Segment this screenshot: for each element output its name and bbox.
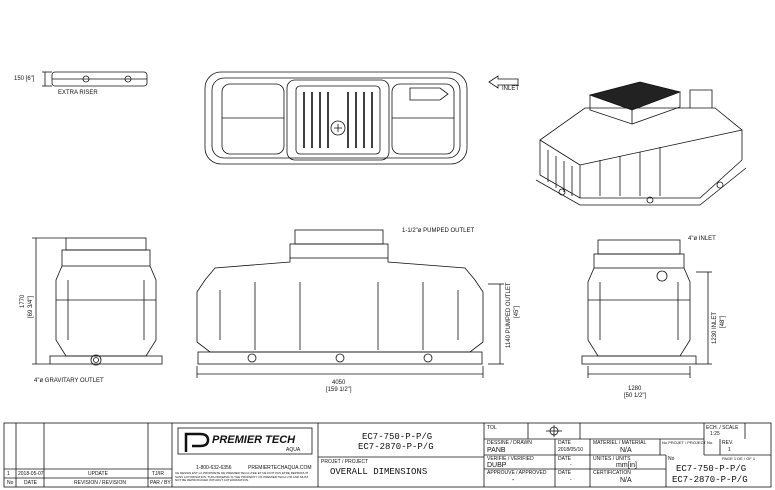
drawn-by: PANB bbox=[487, 447, 506, 454]
title-block-frame bbox=[3, 422, 772, 488]
riser-height-dim: 150 [6"] bbox=[14, 76, 35, 82]
revision-date: 2018-05-07 bbox=[18, 471, 44, 477]
revision-number: 1 bbox=[7, 471, 10, 477]
scale-label: ECH. / SCALE bbox=[706, 425, 739, 431]
pumped-outlet-label: 1-1/2"ø PUMPED OUTLET bbox=[402, 228, 475, 234]
width-dim-in: [50 1/2"] bbox=[624, 393, 647, 399]
material-label: MATERIEL / MATERIAL bbox=[593, 440, 647, 446]
certification-value: N/A bbox=[620, 477, 632, 484]
right-end-view bbox=[581, 239, 712, 378]
date-3: - bbox=[570, 477, 572, 483]
pumped-outlet-height-dim: 1140 PUMPED OUTLET bbox=[506, 282, 512, 348]
inlet-height-dim: 1230 INLET bbox=[712, 311, 718, 344]
project-no-label: No PROJET / PROJECT No. bbox=[662, 440, 714, 445]
model-1: EC7-750-P-P/G bbox=[362, 432, 433, 442]
extra-riser-view bbox=[42, 71, 148, 87]
page-label: PAGE 1 DE / OF 1 bbox=[722, 456, 756, 461]
certification-label: CERTIFICATION bbox=[593, 470, 631, 476]
verified-label: VERIFIE / VERIFIED bbox=[487, 456, 534, 462]
gravity-outlet-label: 4"ø GRAVITARY OUTLET bbox=[34, 378, 104, 384]
units-value: mm[in] bbox=[616, 462, 637, 469]
legal-notice: CE DESSIN EST LA PROPRIETE DE PREMIER TE… bbox=[175, 471, 309, 482]
approved-by: - bbox=[512, 477, 515, 484]
website: PREMIERTECHAQUA.COM bbox=[248, 465, 312, 471]
isometric-view bbox=[535, 81, 747, 206]
date-2: - bbox=[570, 462, 572, 468]
inlet-label: INLET bbox=[502, 86, 520, 92]
total-height-dim-in: [69 3/4"] bbox=[28, 295, 34, 318]
extra-riser-label: EXTRA RISER bbox=[58, 90, 98, 96]
length-dim-in: [159 1/2"] bbox=[326, 387, 352, 393]
revision-description: UPDATE bbox=[88, 471, 108, 477]
model-right-1: EC7-750-P-P/G bbox=[676, 464, 747, 474]
verified-by: DUBP bbox=[487, 462, 507, 469]
pumped-outlet-height-dim-in: [45"] bbox=[514, 305, 520, 318]
header-by: PAR / BY bbox=[150, 480, 171, 486]
inlet-height-dim-in: [48"] bbox=[720, 315, 726, 328]
rev-label: REV. bbox=[722, 440, 734, 446]
drawing-title: OVERALL DIMENSIONS bbox=[330, 467, 428, 477]
approved-label: APPROUVE / APPROVED bbox=[487, 470, 547, 476]
brand-sub: AQUA bbox=[286, 447, 301, 453]
rev-value: 1 bbox=[728, 447, 731, 453]
revision-by: TJ/IR bbox=[152, 471, 164, 477]
right-no-label: No bbox=[668, 456, 675, 462]
model-right-2: EC7-2870-P-P/G bbox=[672, 475, 748, 485]
date-label-2: DATE bbox=[558, 456, 571, 462]
scale-value: 1:25 bbox=[710, 431, 720, 437]
model-2: EC7-2870-P-P/G bbox=[358, 442, 434, 452]
width-dim: 1280 bbox=[628, 386, 642, 392]
top-view bbox=[204, 71, 468, 165]
header-date: DATE bbox=[24, 480, 37, 486]
length-dim: 4050 bbox=[332, 380, 346, 386]
brand-name: PREMIER TECH bbox=[212, 434, 296, 446]
front-view bbox=[196, 229, 504, 378]
date-label-3: DATE bbox=[558, 470, 571, 476]
total-height-dim: 1770 bbox=[20, 294, 26, 308]
inlet-arrow bbox=[488, 75, 519, 89]
material-value: N/A bbox=[620, 447, 632, 454]
header-revision: REVISION / REVISION bbox=[74, 480, 126, 486]
left-end-view bbox=[32, 237, 163, 366]
phone-number: 1-800-632-6356 bbox=[196, 465, 232, 471]
inlet-4-label: 4"ø INLET bbox=[688, 236, 716, 242]
premier-tech-logo-icon bbox=[177, 427, 313, 455]
date-label-1: DATE bbox=[558, 440, 571, 446]
drawn-label: DESSINE / DRAWN bbox=[487, 440, 532, 446]
date-1: 2018/05/10 bbox=[558, 447, 584, 453]
units-label: UNITES / UNITS bbox=[593, 456, 631, 462]
project-label: PROJET / PROJECT bbox=[321, 459, 369, 465]
header-no: No bbox=[7, 480, 14, 486]
tolerance-label: TOL bbox=[487, 425, 497, 431]
